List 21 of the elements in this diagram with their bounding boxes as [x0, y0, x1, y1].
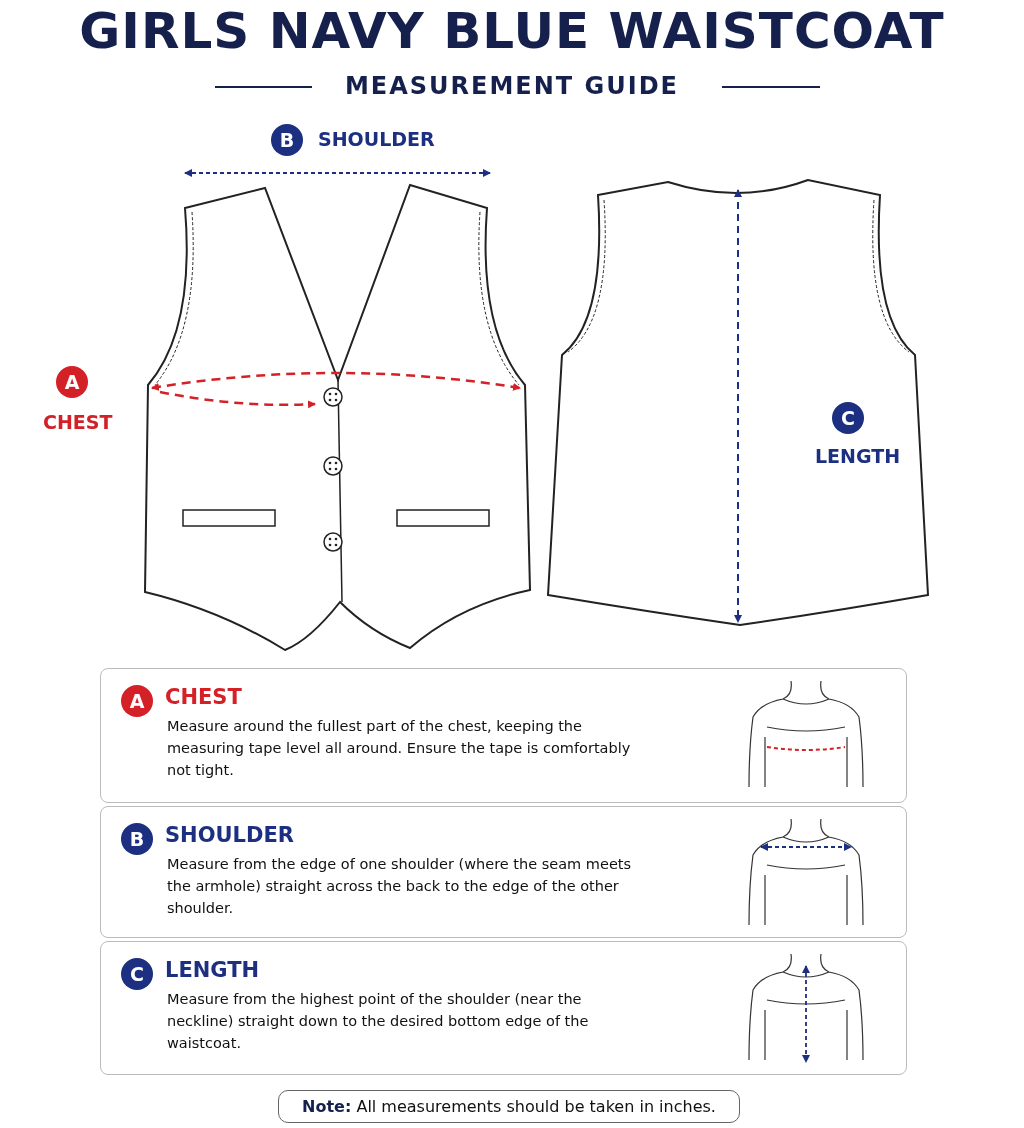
title: GIRLS NAVY BLUE WAISTCOAT — [78, 2, 946, 60]
card-heading: SHOULDER — [165, 823, 294, 847]
letter-badge: B — [121, 823, 153, 855]
card-description: Measure from the edge of one shoulder (where the seam meets the armhole) straight across the back to the edge of the other shoulder. — [167, 855, 633, 918]
subtitle: MEASUREMENT GUIDE — [345, 72, 679, 100]
note-text: Note: All measurements should be taken in inches. — [302, 1097, 716, 1116]
card-description: Measure from the highest point of the shoulder (near the neckline) straight down to the desired bottom edge of the waistcoat. — [167, 990, 590, 1053]
letter-badge: C — [121, 958, 153, 990]
info-card — [100, 806, 907, 938]
card-description: Measure around the fullest part of the chest, keeping the measuring tape level all around. Ensure the tape is comfortably not tight. — [167, 717, 632, 780]
measurement-label: CHEST — [43, 411, 113, 433]
card-heading: LENGTH — [165, 958, 260, 982]
letter-badge: B — [271, 124, 303, 156]
letter-badge: A — [121, 685, 153, 717]
card-heading: CHEST — [165, 685, 242, 709]
note-box — [278, 1090, 740, 1123]
info-card — [100, 941, 907, 1075]
info-card — [100, 668, 907, 803]
measurement-label: LENGTH — [815, 445, 901, 467]
letter-badge: A — [56, 366, 88, 398]
measurement-label: SHOULDER — [318, 128, 435, 150]
